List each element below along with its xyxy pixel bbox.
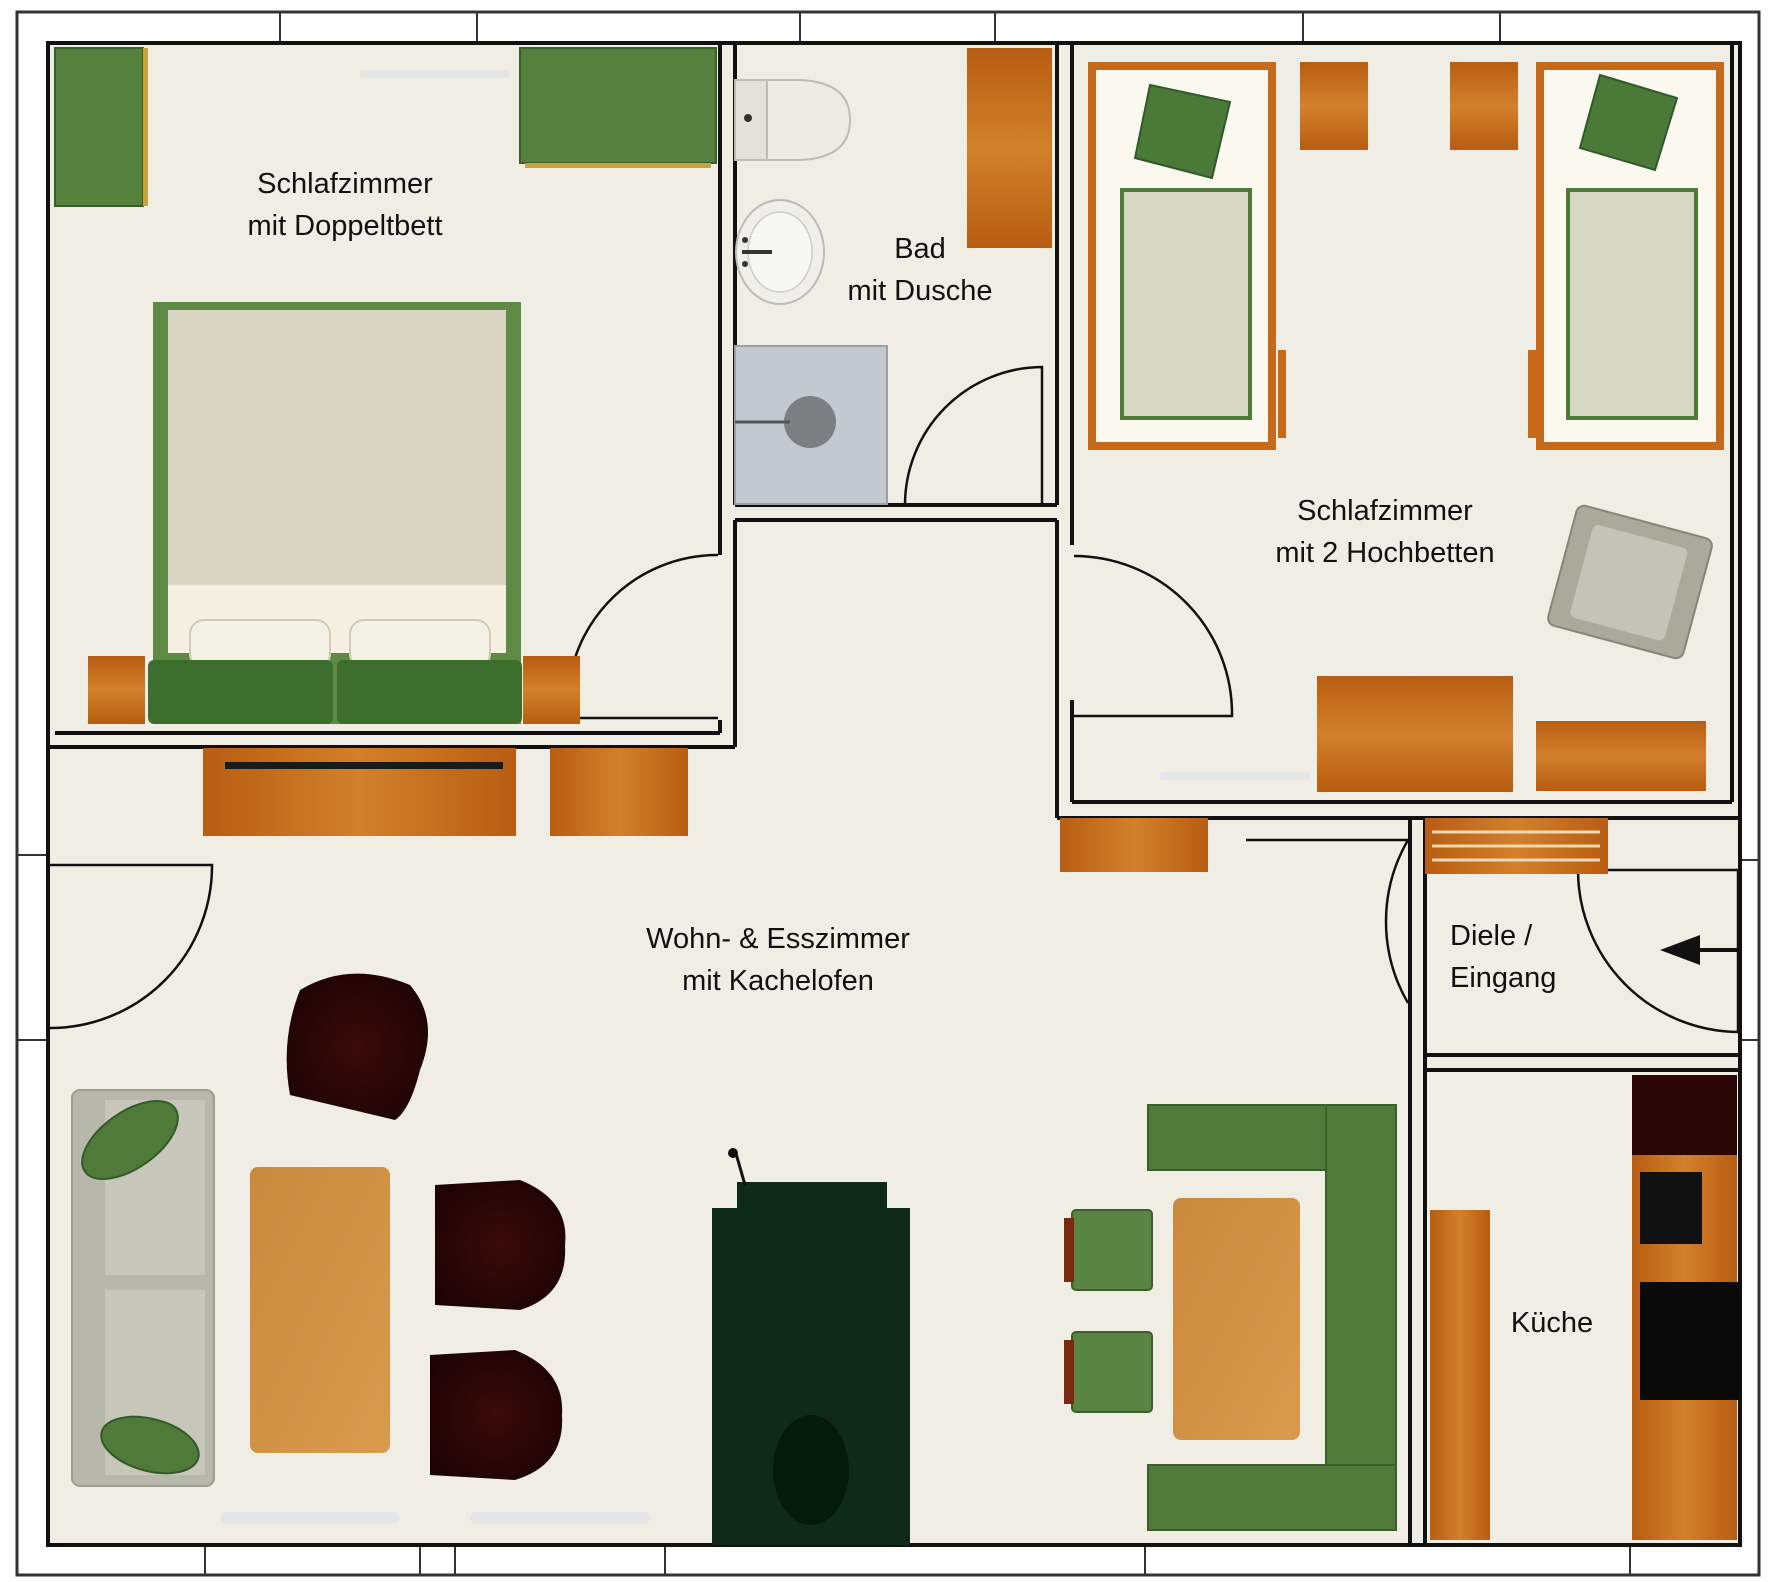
armchair <box>430 1350 563 1480</box>
armchair <box>435 1180 566 1310</box>
counter <box>1430 1210 1490 1540</box>
bath-cabinet <box>967 48 1052 248</box>
cabinet <box>1450 62 1518 150</box>
stove-top <box>1640 1282 1740 1400</box>
duvet-right <box>337 660 522 724</box>
cabinet <box>550 748 688 836</box>
pillow <box>1133 83 1232 180</box>
room-label-living-dining: Wohn- & Esszimmer mit Kachelofen <box>646 923 910 997</box>
armchair <box>286 973 428 1120</box>
living-dining-furniture <box>71 748 1608 1545</box>
window-glass <box>220 70 1310 1524</box>
double-bed-mattress <box>168 310 506 585</box>
bedroom-double-furniture <box>54 47 717 724</box>
kitchen-furniture <box>1430 1075 1740 1540</box>
fridge <box>1632 1075 1737 1155</box>
wardrobe <box>54 47 144 207</box>
cushion <box>100 1415 200 1475</box>
window-marks <box>17 12 1759 1575</box>
pillow <box>1578 73 1679 172</box>
bunk-bedroom-furniture <box>1088 62 1724 792</box>
duvet-left <box>148 660 333 724</box>
microwave <box>1640 1172 1702 1244</box>
room-label-bathroom: Bad mit Dusche <box>847 233 993 307</box>
nightstand <box>523 656 580 724</box>
room-label-bedroom-double: Schlafzimmer mit Doppeltbett <box>247 168 443 242</box>
room-label-kitchen: Küche <box>1510 1307 1594 1339</box>
dresser <box>519 47 717 164</box>
coffee-table <box>250 1167 390 1453</box>
desk <box>1317 676 1513 792</box>
cushion <box>81 1099 179 1181</box>
dining-chair <box>1071 1209 1153 1291</box>
armchair <box>1547 504 1713 660</box>
corner-bench <box>1147 1464 1397 1531</box>
cabinet <box>1300 62 1368 150</box>
nightstand <box>88 656 145 724</box>
cabinet <box>1060 818 1208 872</box>
bathroom-fixtures <box>734 48 1052 505</box>
sideboard <box>1536 721 1706 791</box>
room-label-hall-entrance: Diele / Eingang <box>1450 920 1557 994</box>
sideboard <box>203 748 516 836</box>
entrance-arrow-icon <box>1660 935 1737 965</box>
room-label-bedroom-bunks: Schlafzimmer mit 2 Hochbetten <box>1275 495 1495 569</box>
corner-bench <box>1325 1104 1397 1466</box>
dining-chair <box>1071 1331 1153 1413</box>
dining-table <box>1173 1198 1300 1440</box>
